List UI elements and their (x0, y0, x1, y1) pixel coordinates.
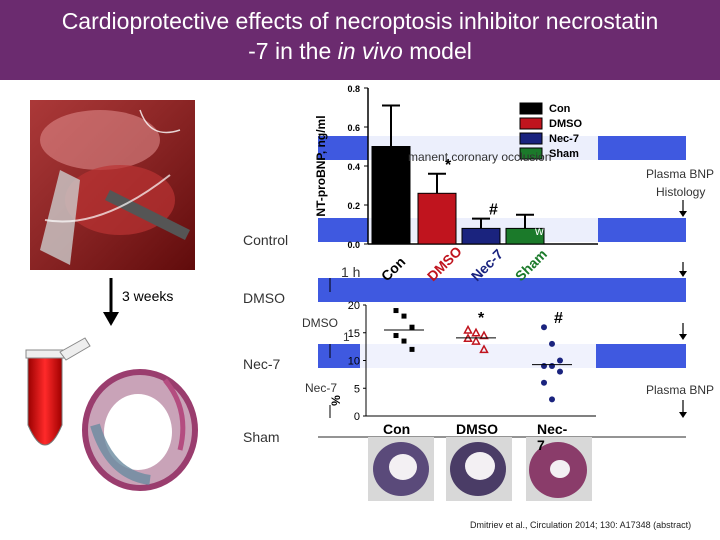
bar-y-tick-label: 0.2 (347, 201, 360, 211)
title-banner (0, 0, 720, 80)
group-label-dmso: DMSO (243, 290, 285, 306)
scatter-point-dmso (479, 330, 489, 340)
histology-label-con: Con (383, 421, 411, 437)
small-label-one: 1 (343, 330, 350, 344)
group-label-nec7: Nec-7 (243, 356, 281, 372)
legend-label: Nec-7 (549, 133, 579, 145)
scatter-point-dmso (479, 344, 489, 354)
illustrations (25, 100, 198, 491)
scatter-point-nec7 (557, 357, 563, 364)
surgery-photo (30, 100, 195, 270)
sample-label-histology: Histology (656, 185, 706, 199)
legend-swatch (519, 102, 543, 115)
scatter-point-con (409, 346, 415, 352)
significance-marker: * (445, 157, 452, 174)
arrow-head-icon (103, 312, 119, 326)
bar-dmso (417, 192, 457, 245)
scatter-point-nec7 (557, 368, 563, 375)
group-label-sham: Sham (243, 429, 280, 445)
legend-swatch (519, 147, 543, 160)
histology-label-nec7: Nec-7 (537, 421, 568, 453)
legend-label: DMSO (549, 118, 582, 130)
citation: Dmitriev et al., Circulation 2014; 130: … (470, 520, 692, 530)
significance-marker: # (489, 202, 498, 219)
legend-label: Sham (549, 148, 579, 160)
small-label-nec7: Nec-7 (305, 381, 338, 395)
scatter-y-tick-label: 20 (348, 300, 360, 312)
histology-dmso-image (446, 437, 512, 501)
scatter-point-con (409, 324, 415, 330)
bar-con (371, 146, 411, 245)
occlusion-label: manent coronary occlusion (408, 150, 552, 164)
bar-y-tick-label: 0.6 (347, 123, 360, 133)
scatter-y-tick-label: 0 (354, 411, 360, 423)
small-label-dmso: DMSO (302, 316, 338, 330)
sample-label-bnp-1: Plasma BNP (646, 167, 715, 181)
histology-nec7-image (526, 437, 592, 501)
bar-y-tick-label: 0.4 (347, 162, 360, 172)
scatter-y-tick-label: 5 (354, 383, 360, 395)
scatter-point-dmso (471, 327, 481, 337)
scatter-point-con (401, 313, 407, 319)
scatter-significance-marker: * (478, 310, 485, 327)
legend-label: Con (549, 103, 571, 115)
legend-swatch (519, 132, 543, 145)
bar-y-axis-label: NT-proBNP, ng/ml (314, 115, 328, 216)
scatter-point-nec7 (541, 324, 547, 331)
group-label-control: Control (243, 232, 289, 248)
scatter-point-nec7 (541, 379, 547, 386)
bar-y-tick-label: 0.0 (347, 240, 360, 250)
sample-label-bnp-2: Plasma BNP (646, 383, 715, 397)
slide-title: Cardioprotective effects of necroptosis … (61, 8, 659, 64)
scatter-point-dmso (471, 335, 481, 345)
time-label: 1 h (341, 264, 361, 280)
heart-section-image (82, 369, 198, 491)
scatter-significance-marker: # (554, 310, 563, 327)
legend-swatch (519, 117, 543, 130)
bar-y-tick-label: 0.8 (347, 84, 360, 94)
histology-con-image (368, 437, 434, 501)
scatter-y-tick-label: 10 (348, 356, 360, 368)
histology-label-dmso: DMSO (456, 421, 498, 437)
scatter-point-con (393, 308, 399, 314)
duration-label: 3 weeks (122, 288, 174, 304)
scatter-y-tick-label: 15 (348, 328, 360, 340)
scatter-point-nec7 (549, 396, 555, 403)
scatter-point-con (401, 338, 407, 344)
scatter-plot: 0 5 10 15 20% * # (329, 300, 596, 423)
blood-tube-icon (25, 337, 91, 446)
scatter-point-dmso (463, 324, 473, 334)
protocol-bar-dmso (318, 278, 686, 302)
week-label: w (535, 224, 544, 238)
scatter-point-nec7 (549, 340, 555, 347)
scatter-y-axis-label: % (329, 395, 343, 406)
scatter-point-con (393, 333, 399, 339)
